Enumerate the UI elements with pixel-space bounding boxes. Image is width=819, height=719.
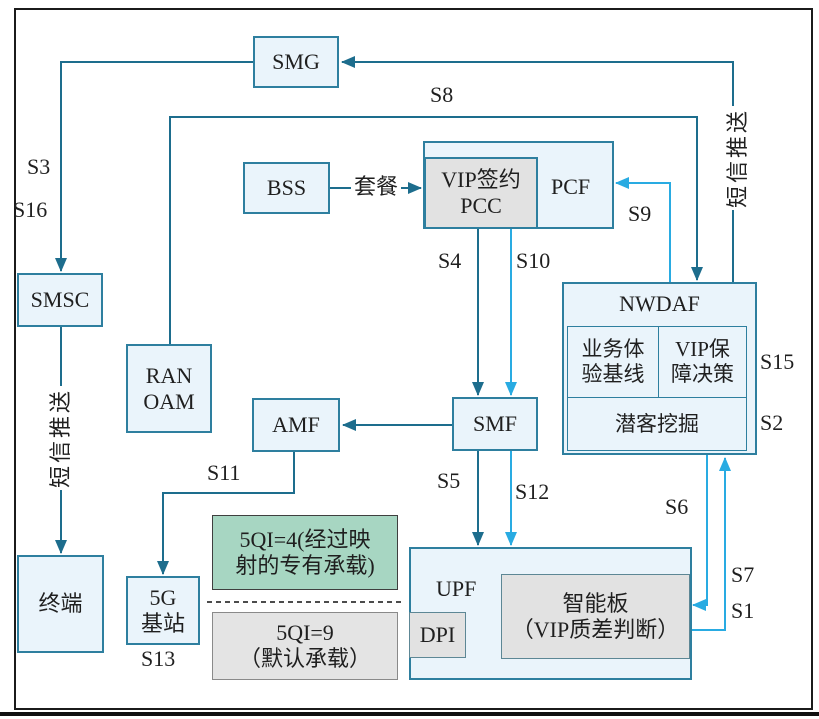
bearer-qi9-line2: （默认承载） — [238, 646, 371, 671]
bearer-qi9: 5QI=9 （默认承载） — [212, 612, 398, 680]
edge-label-s12: S12 — [515, 479, 550, 504]
edge-label-s1: S1 — [731, 598, 755, 623]
node-ran-oam: RAN OAM — [126, 344, 212, 433]
nwdaf-cell-baseline: 业务体 验基线 — [567, 326, 659, 398]
bearer-qi4: 5QI=4(经过映 射的专有承载) — [212, 515, 398, 590]
edge-label-s6: S6 — [665, 494, 689, 519]
node-smart-board-line2: （VIP质差判断） — [511, 616, 680, 642]
node-gnb-line1: 5G — [149, 584, 177, 610]
node-terminal-label: 终端 — [38, 591, 83, 617]
edge-label-s16: S16 — [13, 197, 48, 222]
node-amf-label: AMF — [272, 412, 320, 438]
edge-label-s13: S13 — [141, 646, 176, 671]
bottom-rule — [0, 712, 819, 716]
edge-label-s8: S8 — [430, 82, 454, 107]
node-smg: SMG — [253, 36, 339, 88]
edge-label-sms-push-left: 短信推送 — [43, 385, 75, 491]
node-smg-label: SMG — [272, 49, 320, 75]
node-terminal: 终端 — [17, 555, 104, 653]
node-smf-label: SMF — [472, 411, 518, 437]
bearer-qi9-line1: 5QI=9 — [276, 620, 334, 646]
bearer-qi4-line1: 5QI=4(经过映 — [239, 526, 371, 552]
node-smsc-label: SMSC — [30, 287, 90, 313]
edge-label-sms-push-right: 短信推送 — [720, 105, 752, 211]
nwdaf-cell-baseline-line2: 验基线 — [581, 362, 645, 386]
node-bss-label: BSS — [266, 175, 307, 201]
node-ran-oam-line1: RAN — [145, 362, 193, 388]
nwdaf-cell-decision-line1: VIP保 — [675, 337, 730, 362]
node-smsc: SMSC — [17, 273, 103, 327]
node-amf: AMF — [252, 398, 340, 452]
node-pcf-label: PCF — [551, 174, 591, 199]
edge-label-taocan: 套餐 — [351, 176, 402, 198]
node-gnb: 5G 基站 — [126, 576, 200, 645]
edge-label-s15: S15 — [760, 349, 795, 374]
edge-label-s9: S9 — [628, 201, 652, 226]
nwdaf-cell-mining: 潜客挖掘 — [567, 397, 747, 451]
edge-label-s3: S3 — [27, 154, 51, 179]
edge-label-s11: S11 — [207, 460, 241, 485]
node-vip-pcc-line1: VIP签约 — [441, 167, 521, 193]
nwdaf-cell-mining-label: 潜客挖掘 — [615, 411, 699, 436]
node-vip-pcc: VIP签约 PCC — [424, 157, 538, 229]
node-dpi-label: DPI — [419, 622, 456, 648]
node-dpi: DPI — [409, 612, 466, 658]
edge-label-s4: S4 — [438, 248, 462, 273]
edge-label-s5: S5 — [437, 468, 461, 493]
nwdaf-cell-decision: VIP保 障决策 — [658, 326, 747, 398]
node-smf: SMF — [452, 397, 538, 451]
node-vip-pcc-line2: PCC — [460, 193, 502, 218]
nwdaf-cell-baseline-line1: 业务体 — [581, 337, 645, 362]
node-smart-board: 智能板 （VIP质差判断） — [501, 574, 690, 659]
bearer-qi4-line2: 射的专有承载) — [235, 552, 375, 578]
node-smart-board-line1: 智能板 — [562, 590, 629, 616]
node-nwdaf-title: NWDAF — [619, 291, 700, 316]
node-upf-label: UPF — [436, 576, 477, 601]
diagram-frame — [14, 8, 813, 710]
edge-label-s10: S10 — [516, 248, 551, 273]
node-ran-oam-line2: OAM — [143, 388, 195, 414]
node-gnb-line2: 基站 — [140, 610, 185, 636]
nwdaf-cell-decision-line2: 障决策 — [671, 362, 734, 386]
node-bss: BSS — [243, 162, 330, 214]
edge-label-s7: S7 — [731, 562, 755, 587]
edge-label-s2: S2 — [760, 410, 784, 435]
